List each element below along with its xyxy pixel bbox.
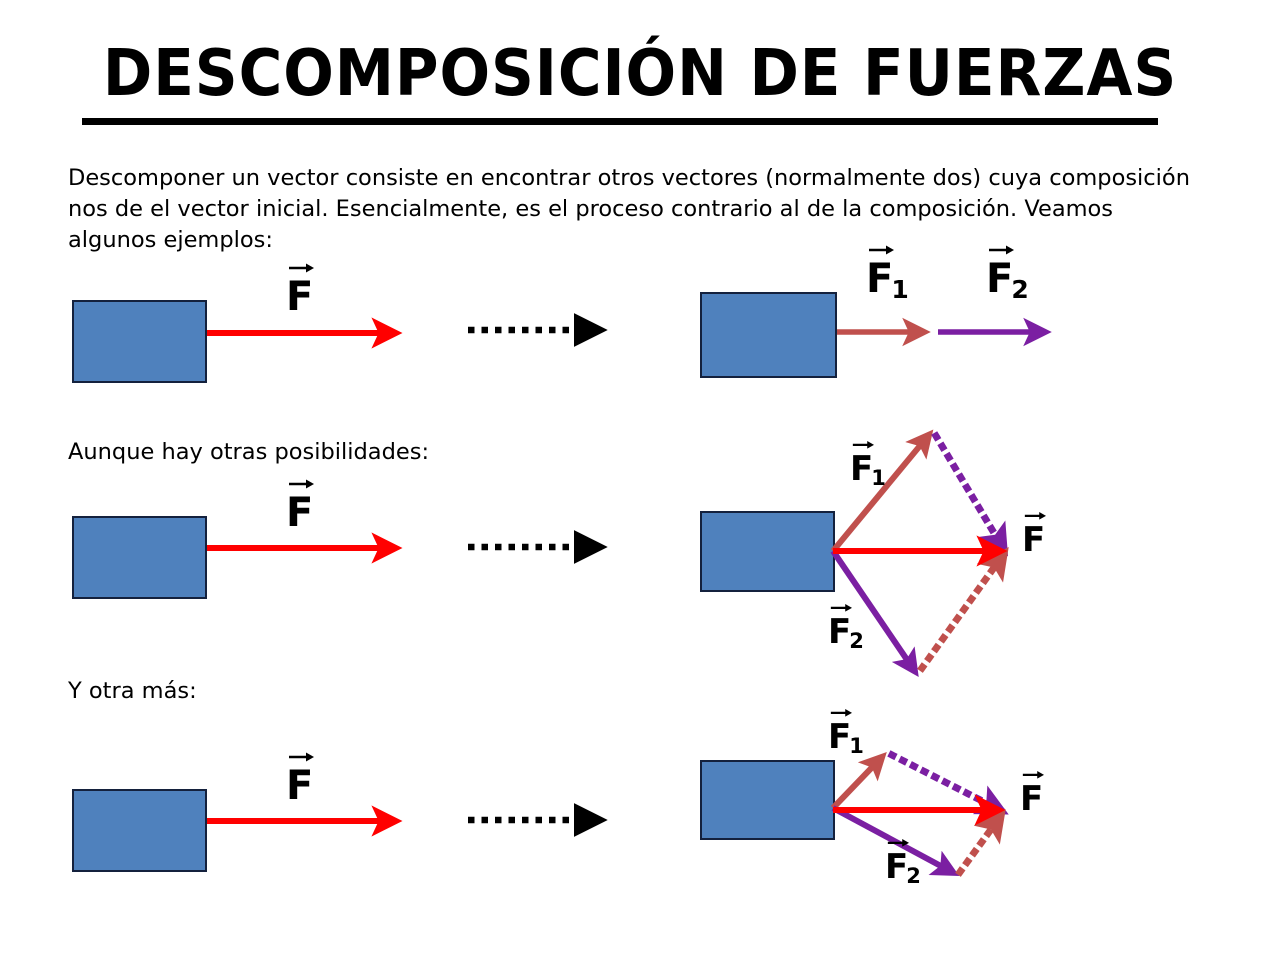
block-row1-right — [700, 292, 837, 378]
parallelogram-vectors-row2 — [830, 429, 1009, 677]
vector-arrow-icon — [830, 709, 852, 717]
vector-arrow-icon — [869, 245, 894, 255]
title-underline-rule — [82, 118, 1158, 125]
block-row3-right — [700, 760, 835, 840]
vector-arrow-icon — [289, 752, 314, 762]
force-f-arrow-row1-left — [207, 317, 403, 349]
diagram-row-asymmetric-parallelogram: F F1 F2 F — [0, 700, 1280, 940]
force-label-f2-row2: F2 — [828, 604, 866, 652]
note-line-1: Aunque hay otras posibilidades: — [68, 439, 430, 465]
force-f-arrow-row3-left — [207, 805, 403, 837]
force-label-f1-row3: F1 — [828, 709, 866, 757]
intro-paragraph: Descomponer un vector consiste en encont… — [68, 165, 1190, 253]
force-label-f2-row3: F2 — [885, 839, 923, 887]
force-label-f-row3-left: F — [286, 752, 314, 806]
block-row1-left — [72, 300, 207, 383]
force-label-f-row1-left: F — [286, 263, 314, 317]
diagram-row-collinear: F F1 F2 — [0, 245, 1280, 410]
diagram-row-symmetric-parallelogram: F F1 F2 F — [0, 410, 1280, 690]
force-label-f2-row1: F2 — [986, 245, 1031, 302]
vector-arrow-icon — [1024, 512, 1046, 520]
vector-arrow-icon — [852, 441, 874, 449]
force-f-arrow-row2-left — [207, 532, 403, 564]
page-title: DESCOMPOSICIÓN DE FUERZAS — [102, 37, 1178, 111]
block-row2-right — [700, 511, 835, 592]
vector-arrow-icon — [887, 839, 909, 847]
force-label-f-row2-right: F — [1022, 512, 1046, 557]
note-line-2: Y otra más: — [68, 678, 197, 704]
force-f1-f2-arrows-row1 — [837, 317, 1052, 347]
parallelogram-vectors-row3 — [830, 750, 1009, 877]
force-label-f1-row1: F1 — [866, 245, 911, 302]
block-row2-left — [72, 516, 207, 599]
force-label-f-row2-left: F — [286, 479, 314, 533]
block-row3-left — [72, 789, 207, 872]
vector-arrow-icon — [830, 604, 852, 612]
vector-arrow-icon — [289, 479, 314, 489]
vector-arrow-icon — [289, 263, 314, 273]
vector-arrow-icon — [1022, 771, 1044, 779]
force-label-f-row3-right: F — [1020, 771, 1044, 816]
vector-arrow-icon — [989, 245, 1014, 255]
force-label-f1-row2: F1 — [850, 441, 888, 489]
